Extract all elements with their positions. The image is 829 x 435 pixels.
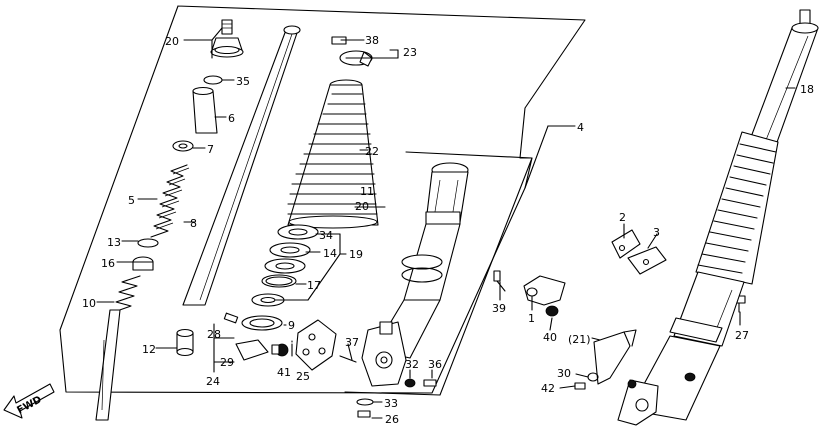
fork-guard-plate bbox=[295, 319, 337, 371]
callout-36: 36 bbox=[428, 358, 442, 371]
fork-dust-boot bbox=[287, 79, 379, 229]
callout-25: 24 bbox=[206, 375, 220, 388]
fork-outer-slider bbox=[361, 162, 469, 387]
assembly-frame-outline bbox=[59, 5, 586, 394]
callout-12: 12 bbox=[142, 343, 156, 356]
callout-24: 23 bbox=[403, 46, 417, 59]
callout-32: 32 bbox=[405, 358, 419, 371]
callout-26: 25 bbox=[296, 370, 310, 383]
callout-9: 9 bbox=[288, 319, 295, 332]
callout-33: 33 bbox=[384, 397, 398, 410]
callout-18: 20 bbox=[165, 35, 179, 48]
axle-clamp-parts bbox=[223, 312, 289, 361]
callout-5: 5 bbox=[128, 194, 135, 207]
callout-34: 34 bbox=[319, 229, 333, 242]
callout-41: 41 bbox=[277, 366, 291, 379]
complete-front-fork bbox=[617, 9, 819, 426]
callout-31: 30 bbox=[557, 367, 571, 380]
callout-19: 19 bbox=[349, 248, 363, 261]
callout-42: 42 bbox=[541, 382, 555, 395]
oil-seal-stack bbox=[251, 224, 319, 307]
callout-3: 3 bbox=[653, 226, 660, 239]
callout-37: 37 bbox=[345, 336, 359, 349]
fork-inner-tube bbox=[182, 25, 301, 306]
callout-8: 8 bbox=[190, 217, 197, 230]
callout-6: 6 bbox=[228, 112, 235, 125]
callout-29: 28 bbox=[207, 328, 221, 341]
callout-2: 2 bbox=[619, 211, 626, 224]
callout-23: 22 bbox=[365, 145, 379, 158]
callout-40: 40 bbox=[543, 331, 557, 344]
callout-4: 4 bbox=[577, 121, 584, 134]
callout-7: 7 bbox=[207, 143, 214, 156]
fork-spring-parts bbox=[95, 19, 244, 421]
callout-leader-lines bbox=[96, 27, 796, 419]
callout-17: 17 bbox=[307, 279, 321, 292]
fork-slider-bushing bbox=[176, 328, 194, 357]
callout-28: 27 bbox=[735, 329, 749, 342]
callout-21: 20 bbox=[355, 200, 369, 213]
callout-11: 11 bbox=[360, 185, 374, 198]
callout-38: 38 bbox=[365, 34, 379, 47]
callout-30: 29 bbox=[220, 356, 234, 369]
callout-20: 18 bbox=[800, 83, 814, 96]
callout-39: 39 bbox=[492, 302, 506, 315]
small-hardware bbox=[339, 229, 746, 418]
callout-27: 26 bbox=[385, 413, 399, 426]
callout-16: 16 bbox=[101, 257, 115, 270]
forward-direction-arrow: FWD bbox=[3, 383, 55, 419]
callout-10: 10 bbox=[82, 297, 96, 310]
callout-35: 35 bbox=[236, 75, 250, 88]
slider-frame-outline bbox=[344, 151, 533, 396]
callout-1: 1 bbox=[528, 312, 535, 325]
callout-14: 14 bbox=[323, 247, 337, 260]
callout-22: (21) bbox=[568, 333, 591, 346]
callout-13: 13 bbox=[107, 236, 121, 249]
